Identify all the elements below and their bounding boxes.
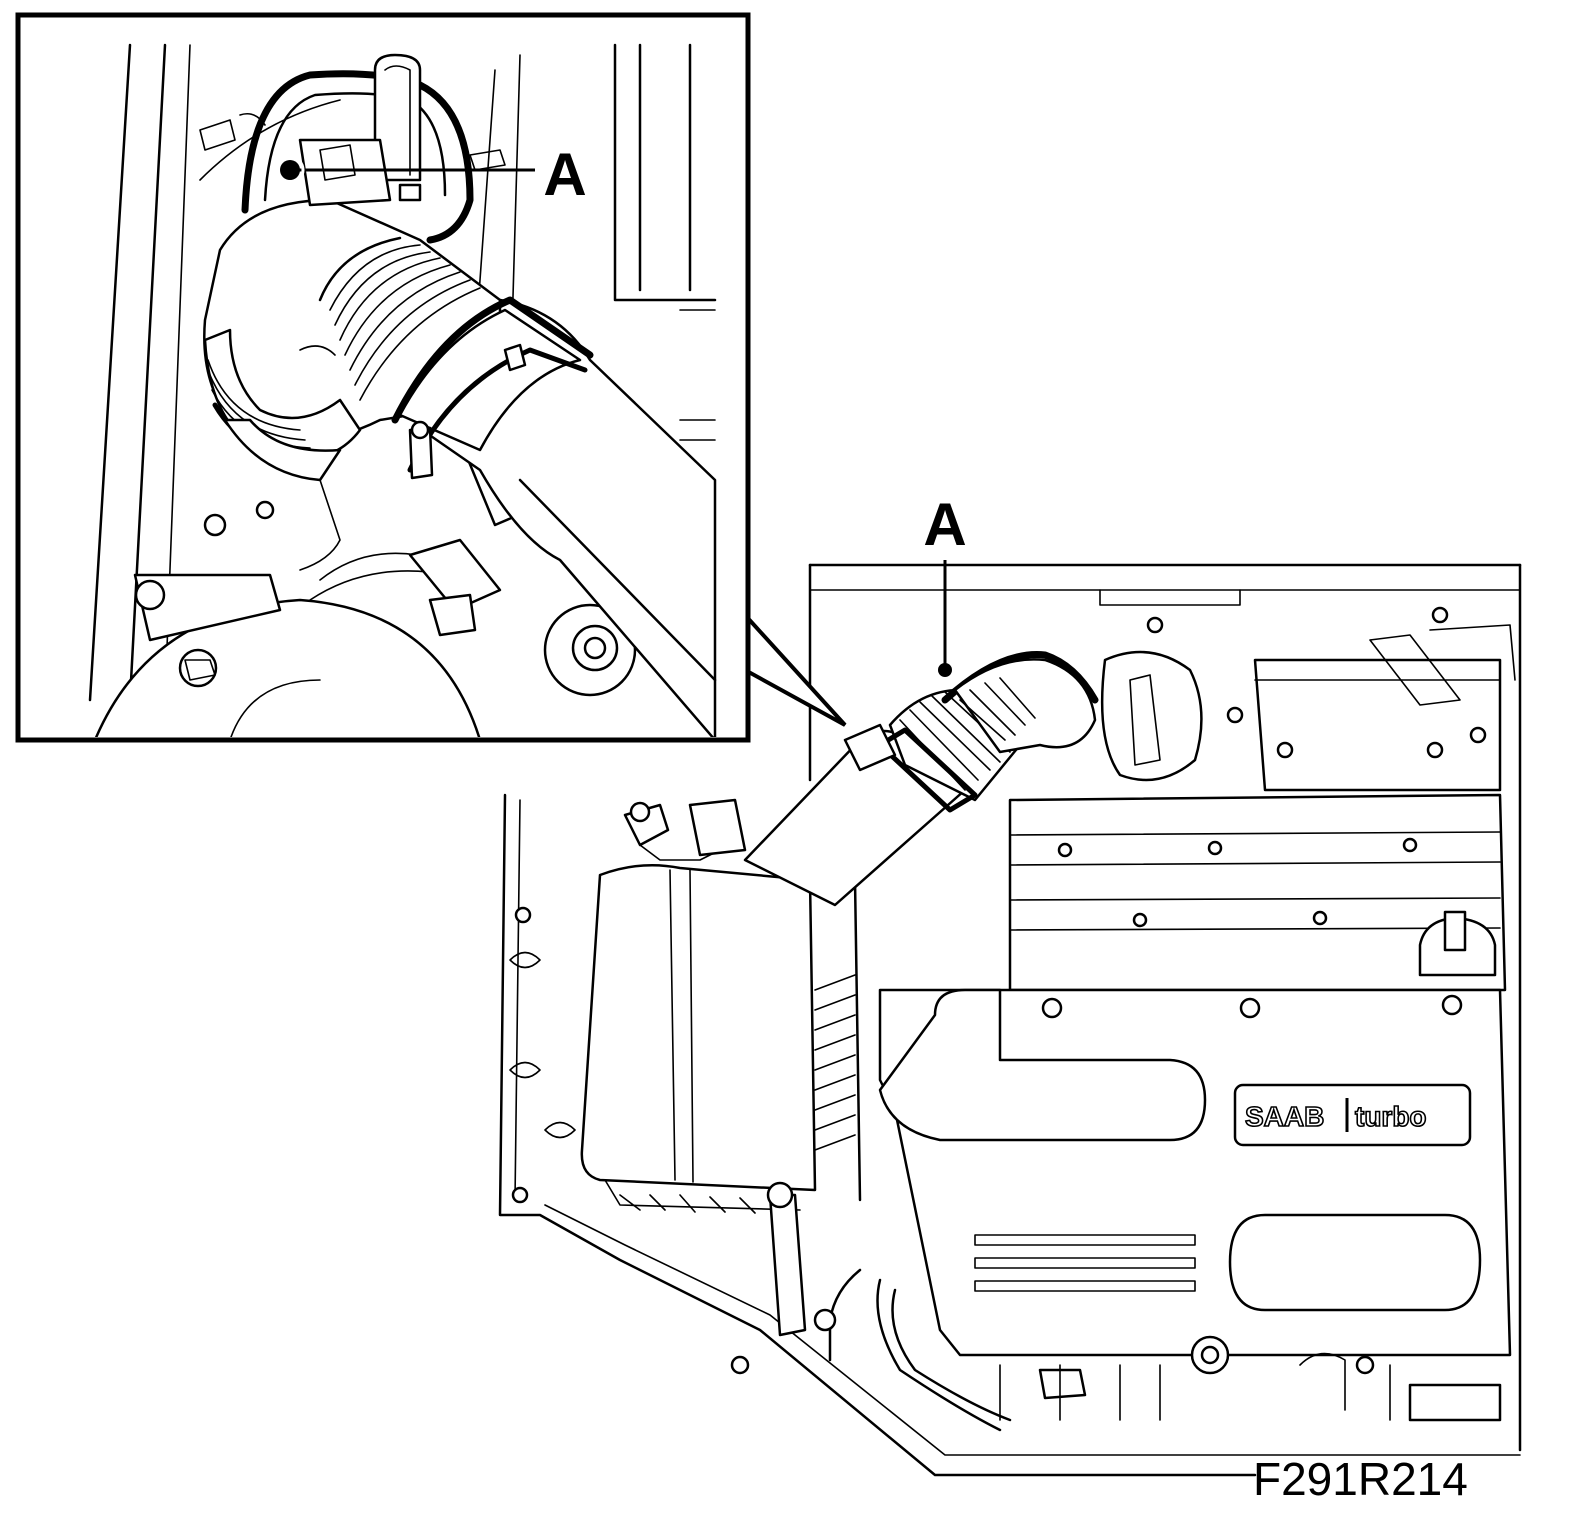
upper-right-components <box>1100 606 1516 792</box>
fender-bolts <box>509 906 576 1204</box>
inset-bellows-ribs <box>318 236 481 401</box>
lower-components <box>730 1181 1502 1432</box>
callout-a-inset: A <box>275 141 587 208</box>
callout-a-main-label: A <box>923 491 966 558</box>
callout-a-inset-label: A <box>543 141 586 208</box>
badge-brand: SAAB <box>1245 1101 1324 1132</box>
engine-cover: SAAB turbo <box>878 988 1512 1357</box>
saab-turbo-badge <box>1233 1083 1472 1147</box>
figure-code: F291R214 <box>1253 1453 1468 1505</box>
intake-hose-main <box>743 651 1099 907</box>
inset-loop-hose <box>241 53 474 244</box>
callout-a-main: A <box>923 491 967 677</box>
air-filter-box <box>580 864 862 1214</box>
inset-bolt-lower-left <box>178 648 218 688</box>
valve-cover <box>1008 793 1507 992</box>
inset-hose-clamp <box>391 296 594 480</box>
badge-model: turbo <box>1355 1101 1427 1132</box>
main-engine-view: A <box>498 491 1522 1505</box>
inset-closeup: A <box>15 12 847 743</box>
left-connectors <box>623 798 747 861</box>
inset-pulley <box>543 603 637 697</box>
